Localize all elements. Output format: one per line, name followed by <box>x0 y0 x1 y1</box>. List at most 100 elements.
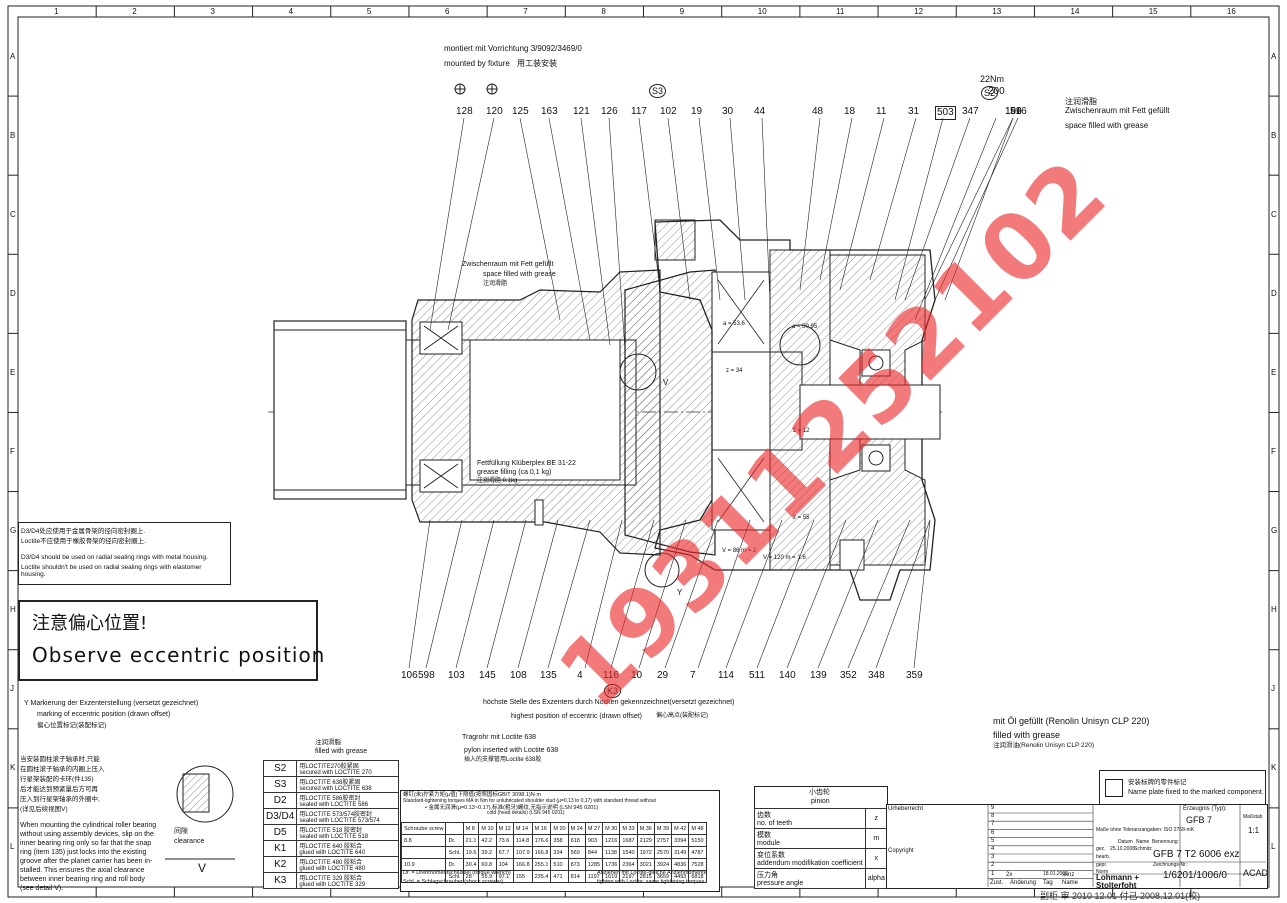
marker-v: V <box>663 378 669 387</box>
fill-note-cn: 注润滑脂 0.1kg <box>477 478 518 484</box>
mount-note-cn-line: 压入到行星架轴承的外圈中, <box>20 796 100 803</box>
dim-a2: a = 50.95 <box>792 324 818 330</box>
callout-number: 106 <box>401 670 418 681</box>
border-row-label: J <box>10 684 14 694</box>
marker-y: Y <box>677 588 683 597</box>
mount-note-cn-line: 行星架装配的卡环(件135) <box>20 776 94 783</box>
border-row-label: B <box>1271 130 1277 140</box>
callout-number: 139 <box>810 670 827 681</box>
callout-number: 352 <box>840 670 857 681</box>
callout-number: 145 <box>479 670 496 681</box>
border-row-label: B <box>10 130 16 140</box>
callout-number: 18 <box>844 106 856 117</box>
dim-z1: z = 34 <box>726 368 743 374</box>
callout-number: 44 <box>754 106 766 117</box>
eccentric-note-en: highest position of eccentric (drawn off… <box>511 713 642 720</box>
mount-note-en-line: stalled. This ensures the axial clearanc… <box>20 867 145 874</box>
callout-number: 30 <box>722 106 734 117</box>
title-block <box>886 804 1268 889</box>
callout-number: 108 <box>510 670 527 681</box>
revision-row-number: 9 <box>991 805 995 811</box>
callout-number: 135 <box>540 670 557 681</box>
eccentric-note-cn: 偏心高点(装配标记) <box>656 713 708 719</box>
callout-number: 125 <box>512 106 529 117</box>
space-note-cn: 注润滑脂 <box>483 281 508 287</box>
border-col-label: 16 <box>1226 7 1236 16</box>
torque-cell: 4493 <box>671 870 690 883</box>
file-format: ACAD <box>1243 868 1269 878</box>
border-col-label: 6 <box>445 7 450 16</box>
revision-row-number: 5 <box>991 837 995 844</box>
border-row-label: H <box>10 605 16 615</box>
callout-number: 128 <box>456 106 473 117</box>
border-row-label: H <box>1271 605 1277 615</box>
eccentric-position-cn: 注意偏心位置! <box>32 613 148 634</box>
mount-note-en-line: ring (item 135) just locks into the exis… <box>20 849 147 856</box>
border-col-label: 9 <box>679 7 685 16</box>
callout-number: 116 <box>603 670 619 681</box>
torque-value: 22Nm <box>980 74 1005 84</box>
callout-number: 4 <box>577 670 583 681</box>
mount-note-cn-line: (详见后续视图V) <box>20 806 68 813</box>
border-col-label: 11 <box>835 7 845 16</box>
grease-symbol-icon <box>454 83 498 95</box>
fixture-note-en: mounted by fixture <box>444 59 510 68</box>
border-row-label: C <box>10 209 16 219</box>
border-row-label: F <box>10 447 15 456</box>
marking-note-en: marking of eccentric position (drawn off… <box>37 711 171 718</box>
border-col-label: 3 <box>210 7 215 16</box>
border-row-label: L <box>1271 842 1276 852</box>
border-row-label: A <box>10 51 16 61</box>
marker-s2: S2 <box>981 86 999 101</box>
detail-v-label: V <box>198 861 207 875</box>
mount-note-en-line: When mounting the cylindrical roller bea… <box>20 822 157 829</box>
oil-note-2: filled with grease <box>993 730 1061 740</box>
mount-note-en-line: without using assembly devices, slip on … <box>20 831 154 838</box>
callout-number: 114 <box>718 670 734 681</box>
callout-number: 19 <box>691 106 703 117</box>
torque-cell: 6818 <box>688 870 707 883</box>
drawing-name: GFB 7 T2 6006 exz <box>1153 849 1240 860</box>
space-note-en: space filled with grease <box>483 271 556 278</box>
space-note-de: Zwischenraum mit Fett gefüllt <box>462 261 554 268</box>
dim-z3: z = 55 <box>793 515 810 521</box>
revision-row-number: 2 <box>991 862 995 869</box>
mount-note-en-line: inner bearing ring only so far that the … <box>20 840 152 847</box>
clearance-cn: 间隙 <box>174 828 188 835</box>
revision-row-number: 6 <box>991 829 995 836</box>
eccentric-position-box: 注意偏心位置! Observe eccentric position <box>18 600 324 681</box>
callout-number: 103 <box>448 670 465 681</box>
callout-number: 29 <box>657 670 669 681</box>
border-row-label: E <box>10 367 16 377</box>
revision-row-number: 1 <box>991 870 995 877</box>
scale-value: 1:1 <box>1248 826 1260 835</box>
mount-note-en-line: groove after the planet carrier has been… <box>20 858 153 865</box>
callout-number: 359 <box>906 670 923 681</box>
border-row-label: F <box>1271 447 1276 456</box>
mount-note-cn-line: 在圆柱滚子轴承的内圈上压入 <box>20 766 105 773</box>
border-row-label: D <box>1271 288 1277 298</box>
legend-grease-en: filled with grease <box>315 748 368 755</box>
border-row-label: A <box>1271 51 1277 61</box>
oil-note-cn: 注润滑油(Renolin Unisyn CLP 220) <box>993 742 1095 749</box>
mount-note-cn-line: 当安装圆柱滚子轴承时,只能 <box>20 756 100 763</box>
fill-note-de: Fettfüllung Klüberplex BE 31-22 <box>477 460 576 467</box>
grease-note-cn: 注润滑脂 <box>1065 97 1097 106</box>
marking-note-cn: 偏心位置标记(装配标记) <box>37 722 107 729</box>
pylon-note-de: Tragrohr mit Loctite 638 <box>462 734 537 741</box>
border-col-label: 12 <box>914 7 924 16</box>
gearbox-housing <box>654 219 936 601</box>
fixture-note-cn: 用工装安装 <box>517 59 557 68</box>
dim-z2: z = 12 <box>793 428 810 434</box>
marker-s3: S3 <box>649 84 667 99</box>
